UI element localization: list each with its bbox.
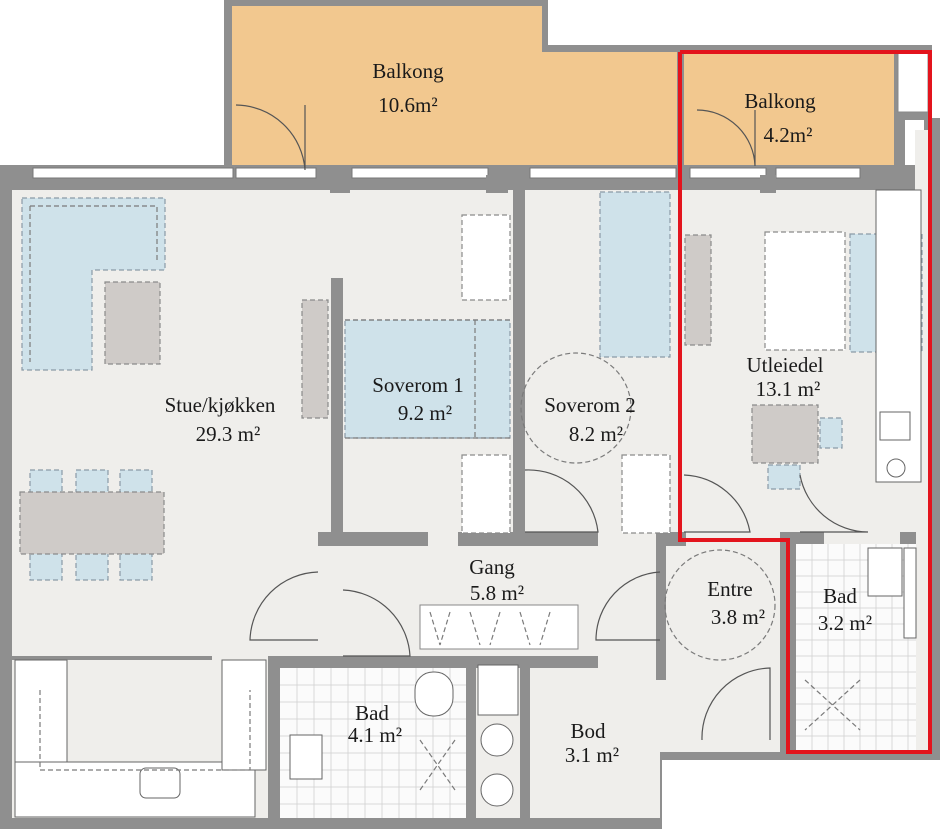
room-area-utleiedel: 13.1 m² [756,377,821,401]
room-name-bad-rental: Bad [823,584,857,608]
room-area-entre: 3.8 m² [711,605,765,629]
utleiedel-furniture [684,189,923,490]
sofa [21,197,166,371]
wardrobe-soverom-1 [301,299,329,419]
room-area-bad-main: 4.1 m² [348,723,402,747]
room-name-balkong-rental: Balkong [744,89,816,113]
windows-top [32,167,861,179]
room-name-soverom1: Soverom 1 [372,373,464,397]
shoe-rack [419,604,579,650]
room-area-gang: 5.8 m² [470,581,524,605]
balcony-main [224,0,684,170]
bad-rental-fixtures [804,547,917,731]
dining-set [19,469,165,581]
room-labels: Balkong 10.6m² Balkong 4.2m² Stue/kjøkke… [165,59,872,767]
doors[interactable] [249,469,869,741]
rental-unit-outline [678,50,932,754]
kitchen-counter [14,659,267,818]
bod-appliances [477,664,519,807]
room-area-balkong-main: 10.6m² [378,93,437,117]
bed-soverom-2 [520,191,671,534]
coffee-table [104,281,161,365]
room-area-soverom1: 9.2 m² [398,401,452,425]
room-name-gang: Gang [469,555,515,579]
bad-main-fixtures [289,671,456,791]
room-name-entre: Entre [707,577,752,601]
room-name-bad-main: Bad [355,701,389,725]
room-name-utleiedel: Utleiedel [747,353,824,377]
room-name-soverom2: Soverom 2 [544,393,636,417]
room-area-balkong-rental: 4.2m² [764,123,813,147]
room-area-soverom2: 8.2 m² [569,422,623,446]
room-area-bad-rental: 3.2 m² [818,611,872,635]
room-area-stue: 29.3 m² [196,422,261,446]
room-name-stue: Stue/kjøkken [165,393,276,417]
bed-soverom-1 [344,214,511,534]
balcony-rental [677,45,932,172]
tile-grid-bad-rental [796,544,916,752]
door-balkong-rental[interactable] [696,109,756,167]
room-area-bod: 3.1 m² [565,743,619,767]
room-name-bod: Bod [570,719,606,743]
door-balkong-main[interactable] [235,104,306,171]
room-name-balkong-main: Balkong [372,59,444,83]
